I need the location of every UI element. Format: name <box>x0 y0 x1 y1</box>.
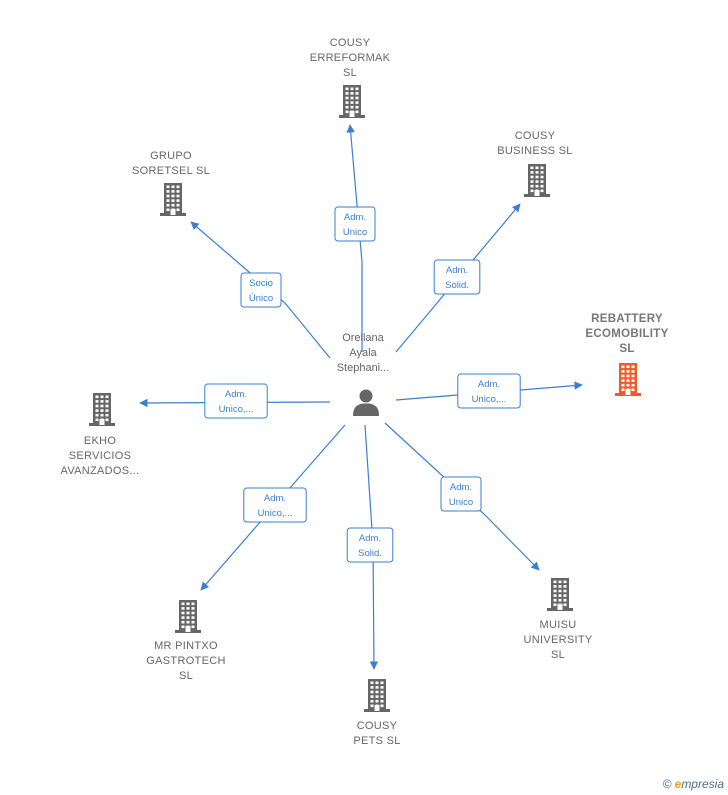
edge-label-text-line: Adm. <box>450 482 472 493</box>
company-node-muisu-university[interactable]: MUISU UNIVERSITY SL <box>523 578 593 661</box>
edge-label-text: Adm. Solid. <box>445 265 469 291</box>
company-label: GRUPO SORETSEL SL <box>132 150 210 177</box>
company-node-cousy-erreformak[interactable]: COUSY ERREFORMAK SL <box>310 37 391 118</box>
company-label-line: SL <box>619 343 634 355</box>
company-label-line: GASTROTECH <box>146 655 225 667</box>
edge-label-text-line: Adm. <box>225 389 247 400</box>
edge-label-text: Adm. Unico <box>343 212 367 238</box>
company-node-ekho-servicios[interactable]: EKHO SERVICIOS AVANZADOS... <box>61 393 140 477</box>
edge-label-text: Adm. Unico,... <box>472 379 507 405</box>
brand-name: mpresia <box>681 777 724 791</box>
company-label-line: SL <box>551 649 565 661</box>
edge-label-box <box>204 383 268 419</box>
person-label-line: Ayala <box>349 347 377 359</box>
company-label-line: SL <box>179 670 193 682</box>
edge-line-muisu-university <box>384 422 540 571</box>
edge-label-text-line: Unico,... <box>472 394 507 405</box>
building-icon[interactable] <box>175 600 201 633</box>
company-node-grupo-soretsel[interactable]: GRUPO SORETSEL SL <box>132 150 210 216</box>
edge-label-text-line: Socio <box>249 278 273 289</box>
company-label-line: EKHO <box>84 435 117 447</box>
company-node-rebattery-ecomobility[interactable]: REBATTERY ECOMOBILITY SL <box>585 313 668 396</box>
edge-label-text-line: Solid. <box>358 548 382 559</box>
edge-label-text-line: Único <box>249 293 273 304</box>
brand-initial: e <box>674 777 682 791</box>
person-icon[interactable] <box>353 389 379 417</box>
edge-label-text-line: Unico <box>343 227 367 238</box>
company-label-line: SORETSEL SL <box>132 165 210 177</box>
building-icon[interactable] <box>364 679 390 712</box>
edge-line-grupo-soretsel <box>190 221 331 359</box>
company-label: MR PINTXO GASTROTECH SL <box>146 640 225 682</box>
company-label-line: SERVICIOS <box>69 450 131 462</box>
copyright-symbol: © <box>662 777 672 791</box>
company-label: COUSY ERREFORMAK SL <box>310 37 391 79</box>
edge-label-mr-pintxo[interactable]: Adm. Unico,... <box>243 487 307 523</box>
company-label-line: AVANZADOS... <box>61 465 140 477</box>
person-label-line: Stephani... <box>337 362 390 374</box>
edge-label-text-line: Adm. <box>359 533 381 544</box>
company-label: COUSY PETS SL <box>353 720 400 747</box>
edge-label-text-line: Unico,... <box>258 508 293 519</box>
company-label-line: REBATTERY <box>591 313 663 325</box>
edge-label-text-line: Adm. <box>446 265 468 276</box>
company-label-line: SL <box>343 67 357 79</box>
edge-label-cousy-business[interactable]: Adm. Solid. <box>433 259 481 295</box>
edge-label-text-line: Unico,... <box>219 404 254 415</box>
edge-label-box <box>334 206 376 242</box>
edge-line-cousy-erreformak <box>346 124 363 352</box>
company-label-line: ECOMOBILITY <box>585 328 668 340</box>
company-label: COUSY BUSINESS SL <box>497 130 572 157</box>
building-icon[interactable] <box>524 164 550 197</box>
company-label-line: COUSY <box>330 37 371 49</box>
edge-label-cousy-erreformak[interactable]: Adm. Unico <box>334 206 376 242</box>
edge-label-box <box>457 373 521 409</box>
edge-label-cousy-pets[interactable]: Adm. Solid. <box>346 527 394 563</box>
edge-label-box <box>240 272 282 308</box>
company-label-line: ERREFORMAK <box>310 52 391 64</box>
building-icon[interactable] <box>615 363 641 396</box>
company-label: MUISU UNIVERSITY SL <box>523 619 592 661</box>
edge-label-text-line: Adm. <box>344 212 366 223</box>
company-label-line: UNIVERSITY <box>523 634 592 646</box>
edge-label-text-line: Adm. <box>264 493 286 504</box>
building-icon[interactable] <box>339 85 365 118</box>
edge-label-box <box>346 527 394 563</box>
edge-label-text-line: Solid. <box>445 280 469 291</box>
edge-label-box <box>243 487 307 523</box>
company-label: REBATTERY ECOMOBILITY SL <box>585 313 668 355</box>
company-label-line: GRUPO <box>150 150 192 162</box>
company-node-cousy-pets[interactable]: COUSY PETS SL <box>353 679 400 747</box>
edge-label-text-line: Adm. <box>478 379 500 390</box>
company-node-mr-pintxo[interactable]: MR PINTXO GASTROTECH SL <box>146 600 225 682</box>
company-label-line: COUSY <box>357 720 398 732</box>
edge-label-muisu-university[interactable]: Adm. Unico <box>440 476 482 512</box>
edge-label-text: Adm. Unico,... <box>258 493 293 519</box>
edge-label-box <box>440 476 482 512</box>
edge-label-text: Adm. Solid. <box>358 533 382 559</box>
company-label-line: MUISU <box>540 619 577 631</box>
edge-label-text-line: Unico <box>449 497 473 508</box>
building-icon[interactable] <box>89 393 115 426</box>
company-label-line: MR PINTXO <box>154 640 218 652</box>
company-label-line: PETS SL <box>353 735 400 747</box>
edge-label-rebattery-ecomobility[interactable]: Adm. Unico,... <box>457 373 521 409</box>
edge-label-text: Adm. Unico,... <box>219 389 254 415</box>
building-icon[interactable] <box>160 183 186 216</box>
brand-logo: ©empresia <box>663 777 724 791</box>
building-icon[interactable] <box>547 578 573 611</box>
company-node-cousy-business[interactable]: COUSY BUSINESS SL <box>497 130 572 197</box>
person-label-line: Orellana <box>342 332 384 344</box>
company-label-line: COUSY <box>515 130 556 142</box>
edge-label-box <box>433 259 481 295</box>
company-label: EKHO SERVICIOS AVANZADOS... <box>61 435 140 477</box>
edge-label-ekho-servicios[interactable]: Adm. Unico,... <box>204 383 268 419</box>
edge-label-text: Adm. Unico <box>449 482 473 508</box>
company-label-line: BUSINESS SL <box>497 145 572 157</box>
